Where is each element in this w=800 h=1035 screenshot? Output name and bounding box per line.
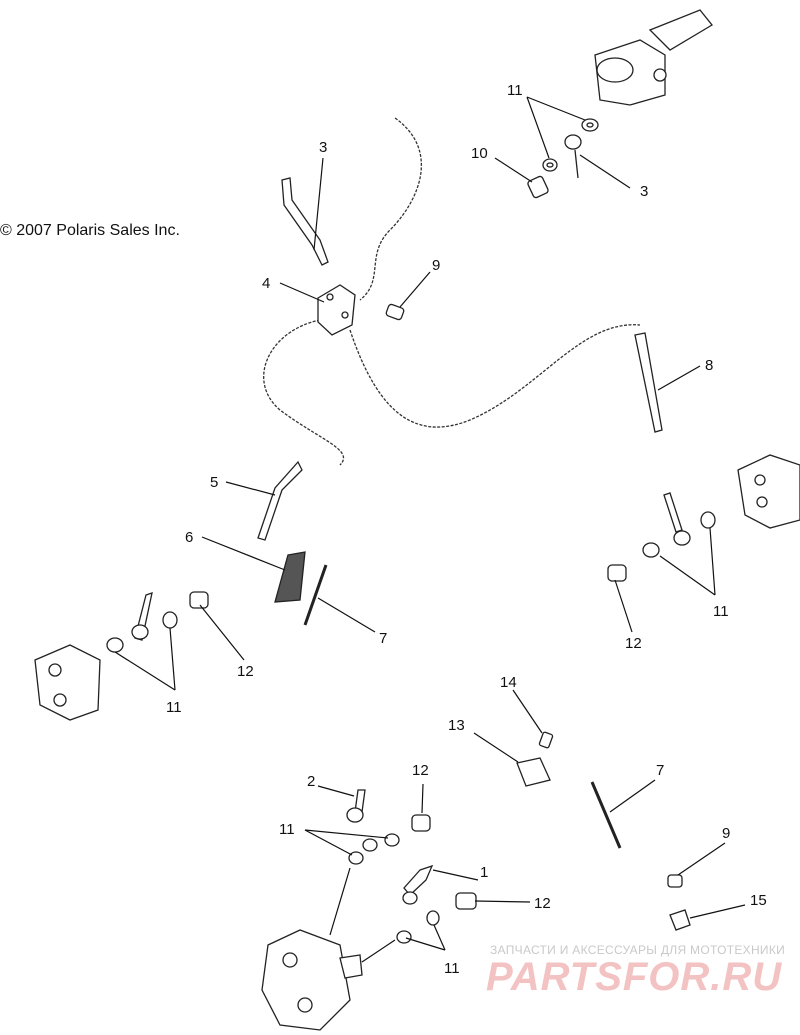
- banjo-bolt-part-10: [527, 175, 549, 199]
- bolt-part-12-left: [189, 591, 209, 609]
- callout-15: 15: [750, 892, 767, 909]
- bleed-screw-part-14: [538, 731, 554, 749]
- callout-9b: 9: [722, 825, 730, 842]
- washer-part-11-right-a: [700, 511, 716, 529]
- callout-4: 4: [262, 275, 270, 292]
- brake-line-fitting-right: [663, 492, 683, 533]
- washer-part-11-rear-d: [426, 910, 440, 926]
- callout-5: 5: [210, 474, 218, 491]
- callout-3a: 3: [640, 183, 648, 200]
- master-cylinder: [594, 9, 713, 106]
- brake-line-part-3b: [281, 177, 329, 266]
- fitting-part-15: [669, 909, 691, 931]
- brake-line-part-8: [634, 332, 663, 433]
- washer-part-11-rear-c: [348, 851, 364, 865]
- callout-11c: 11: [713, 603, 729, 620]
- copyright-notice: © 2007 Polaris Sales Inc.: [0, 222, 180, 239]
- callout-11e: 11: [444, 960, 460, 977]
- washer-part-11-right-c: [642, 542, 660, 558]
- junction-part-13: [516, 757, 551, 787]
- brake-line-part-2: [346, 789, 366, 823]
- washer-part-11-rear-b: [362, 838, 378, 852]
- callout-6: 6: [185, 529, 193, 546]
- callout-12c: 12: [412, 762, 429, 779]
- washer-part-11a: [581, 118, 599, 132]
- rod-part-7a: [303, 564, 328, 626]
- callout-3b: 3: [319, 139, 327, 156]
- callout-14: 14: [500, 674, 517, 691]
- callout-7a: 7: [379, 630, 387, 647]
- washer-part-11-rear-a: [384, 833, 400, 847]
- bolt-part-9-rear: [667, 874, 683, 888]
- brake-hose-upper: [359, 117, 422, 301]
- callout-13: 13: [448, 717, 465, 734]
- bolt-part-9a: [385, 303, 405, 321]
- brake-line-part-5: [257, 460, 303, 541]
- callout-11b: 11: [166, 699, 182, 716]
- callout-12b: 12: [625, 635, 642, 652]
- callout-11a: 11: [507, 82, 523, 99]
- washer-part-11b: [542, 158, 558, 172]
- bolt-part-12-right: [607, 564, 627, 582]
- caliper-left: [34, 644, 101, 721]
- callout-12d: 12: [534, 895, 551, 912]
- callout-7b: 7: [656, 762, 664, 779]
- callout-1: 1: [480, 864, 488, 881]
- callout-11d: 11: [279, 821, 295, 838]
- callout-labels: 11 3 10 3 9 4 8 5 6 7 12 11 11 12 14 13 …: [166, 82, 767, 977]
- caliper-right: [737, 454, 800, 529]
- leader-lines: [114, 96, 746, 963]
- bolt-part-12-rear-top: [411, 814, 431, 832]
- rod-part-7b: [590, 781, 622, 849]
- watermark-logo: PARTSFOR.RU: [486, 955, 783, 999]
- callout-8: 8: [705, 357, 713, 374]
- washer-part-11-left-c: [162, 611, 178, 629]
- brake-hose-right: [349, 324, 641, 428]
- bolt-part-12-rear-bottom: [455, 892, 477, 910]
- brake-line-part-1: [402, 864, 434, 905]
- callout-9a: 9: [432, 257, 440, 274]
- washer-part-11-left-b: [131, 624, 149, 640]
- callout-2: 2: [307, 773, 315, 790]
- caliper-rear: [261, 929, 363, 1031]
- watermark-tagline: ЗАПЧАСТИ И АКСЕССУАРЫ ДЛЯ МОТОТЕХНИКИ: [490, 943, 786, 957]
- washer-part-11-right-b: [673, 530, 691, 546]
- callout-12a: 12: [237, 663, 254, 680]
- distribution-block-part-4: [317, 284, 356, 336]
- washer-part-11-left-a: [106, 637, 124, 653]
- banjo-fitting-part-3a: [564, 134, 582, 179]
- callout-10: 10: [471, 145, 488, 162]
- spring-part-6: [274, 551, 306, 603]
- washer-part-11-rear-e: [396, 930, 412, 944]
- brake-hose-left-loop: [263, 319, 345, 466]
